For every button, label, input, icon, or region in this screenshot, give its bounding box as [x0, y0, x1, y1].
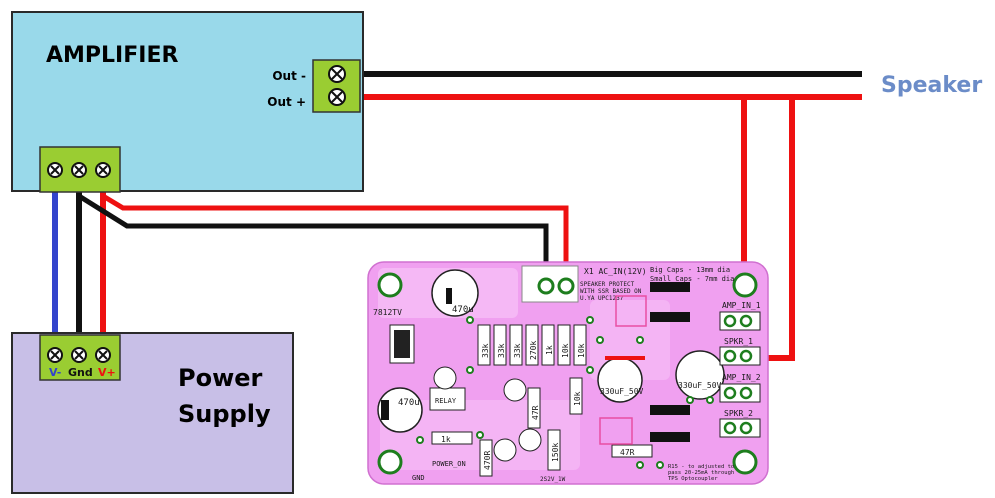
amp-screw-vplus: [95, 162, 111, 178]
svg-text:33k: 33k: [497, 343, 506, 358]
pcb-header-title: X1 AC_IN(12V): [584, 267, 647, 276]
regulator-7812: 7812TV: [373, 308, 415, 364]
output-screw-minus: [328, 65, 346, 83]
connector-amp-in-1: AMP_IN_1: [719, 301, 761, 331]
resistor-10k-lower: 10k: [569, 377, 583, 415]
mounting-hole-tr: [732, 272, 758, 298]
svg-text:33k: 33k: [481, 343, 490, 358]
svg-text:10k: 10k: [561, 343, 570, 358]
svg-text:470R: 470R: [483, 451, 492, 470]
ac-in-pad-2: [557, 277, 575, 295]
pcb-protect-3: U.YA UPC1237: [580, 295, 624, 302]
pcb-note-1: Big Caps - 13mm dia: [650, 266, 730, 274]
out-plus-label: Out +: [267, 95, 306, 109]
svg-text:AMP_IN_1: AMP_IN_1: [722, 301, 761, 310]
svg-text:7812TV: 7812TV: [373, 308, 402, 317]
svg-text:47R: 47R: [620, 448, 635, 457]
power-on-label: POWER_ON: [432, 460, 466, 468]
resistor-47r: 47R: [527, 387, 541, 429]
relay: RELAY: [429, 387, 466, 411]
pcb-bottom-text: 2S2V_1W: [540, 476, 566, 483]
pcb-pads: [416, 316, 714, 469]
ps-pin-gnd-label: Gnd: [68, 366, 93, 379]
svg-text:SPKR_2: SPKR_2: [724, 409, 753, 418]
amp-screw-gnd: [71, 162, 87, 178]
ps-screw-gnd: [71, 347, 87, 363]
amplifier-title: AMPLIFIER: [46, 43, 178, 68]
svg-text:150k: 150k: [551, 443, 560, 462]
resistor-150k: 150k: [547, 429, 561, 471]
svg-text:470u: 470u: [452, 305, 474, 315]
svg-text:AMP_IN_2: AMP_IN_2: [722, 373, 761, 382]
cap-330uf-mid: 330uF_50V: [597, 357, 644, 403]
small-caps: [433, 366, 542, 462]
ps-pin-vplus-label: V+: [98, 366, 116, 379]
resistor-1k-lower: 1k: [431, 431, 473, 445]
connector-amp-in-2: AMP_IN_2: [719, 373, 761, 403]
resistor-470r: 470R: [479, 439, 493, 477]
cap-470u-left: 470u: [377, 387, 423, 433]
connector-spkr-1: SPKR_1: [719, 337, 761, 366]
output-screw-plus: [328, 88, 346, 106]
mounting-hole-br: [732, 449, 758, 475]
pcb-note-2: Small Caps - 7mm dia: [650, 275, 734, 283]
optocoupler-bottom: [599, 417, 633, 445]
power-supply-title-line1: Power: [178, 364, 263, 392]
svg-text:330uF_50V: 330uF_50V: [678, 381, 722, 390]
optocoupler-top: [615, 295, 647, 327]
svg-text:10k: 10k: [577, 343, 586, 358]
pcb-protect-1: SPEAKER PROTECT: [580, 281, 635, 288]
ps-screw-vplus: [95, 347, 111, 363]
gnd-label: GND: [412, 474, 425, 482]
cap-330uf-right: 330uF_50V: [675, 350, 725, 400]
resistor-row: 33k 33k 33k 270k 1k 10k 10k: [477, 324, 587, 366]
ps-pin-vminus-label: V-: [49, 366, 61, 379]
svg-text:47R: 47R: [531, 405, 540, 420]
speaker-label: Speaker: [881, 73, 982, 98]
mounting-hole-bl: [377, 449, 403, 475]
power-supply-title-line2: Supply: [178, 400, 271, 428]
svg-text:1k: 1k: [545, 345, 554, 355]
pcb-protect-2: WITH SSR BASED ON: [580, 288, 642, 295]
ps-screw-vminus: [47, 347, 63, 363]
r15-note-2: pass 20-25mA through: [668, 470, 734, 476]
r15-note-1: R15 - to adjusted to: [668, 464, 734, 470]
mounting-hole-tl: [377, 272, 403, 298]
svg-text:270k: 270k: [529, 341, 538, 360]
svg-text:10k: 10k: [573, 391, 582, 406]
ac-wire-red: [101, 193, 569, 286]
svg-text:SPKR_1: SPKR_1: [724, 337, 753, 346]
amp-screw-vminus: [47, 162, 63, 178]
ac-wire-black: [77, 193, 549, 286]
svg-text:RELAY: RELAY: [435, 397, 457, 405]
out-minus-label: Out -: [272, 69, 306, 83]
ac-in-pad-1: [537, 277, 555, 295]
r15-note-3: TPS Optocoupler: [668, 476, 718, 482]
transistors: [650, 282, 690, 442]
connector-spkr-2: SPKR_2: [719, 409, 761, 438]
svg-text:33k: 33k: [513, 343, 522, 358]
svg-text:1k: 1k: [441, 435, 451, 444]
svg-text:470u: 470u: [398, 398, 420, 408]
speaker-protect-pcb: X1 AC_IN(12V) Big Caps - 13mm dia Small …: [367, 261, 769, 485]
resistor-47r-2: 47R: [611, 444, 653, 458]
svg-text:330uF_50V: 330uF_50V: [600, 387, 644, 396]
cap-470u-top: 470u: [431, 269, 479, 317]
